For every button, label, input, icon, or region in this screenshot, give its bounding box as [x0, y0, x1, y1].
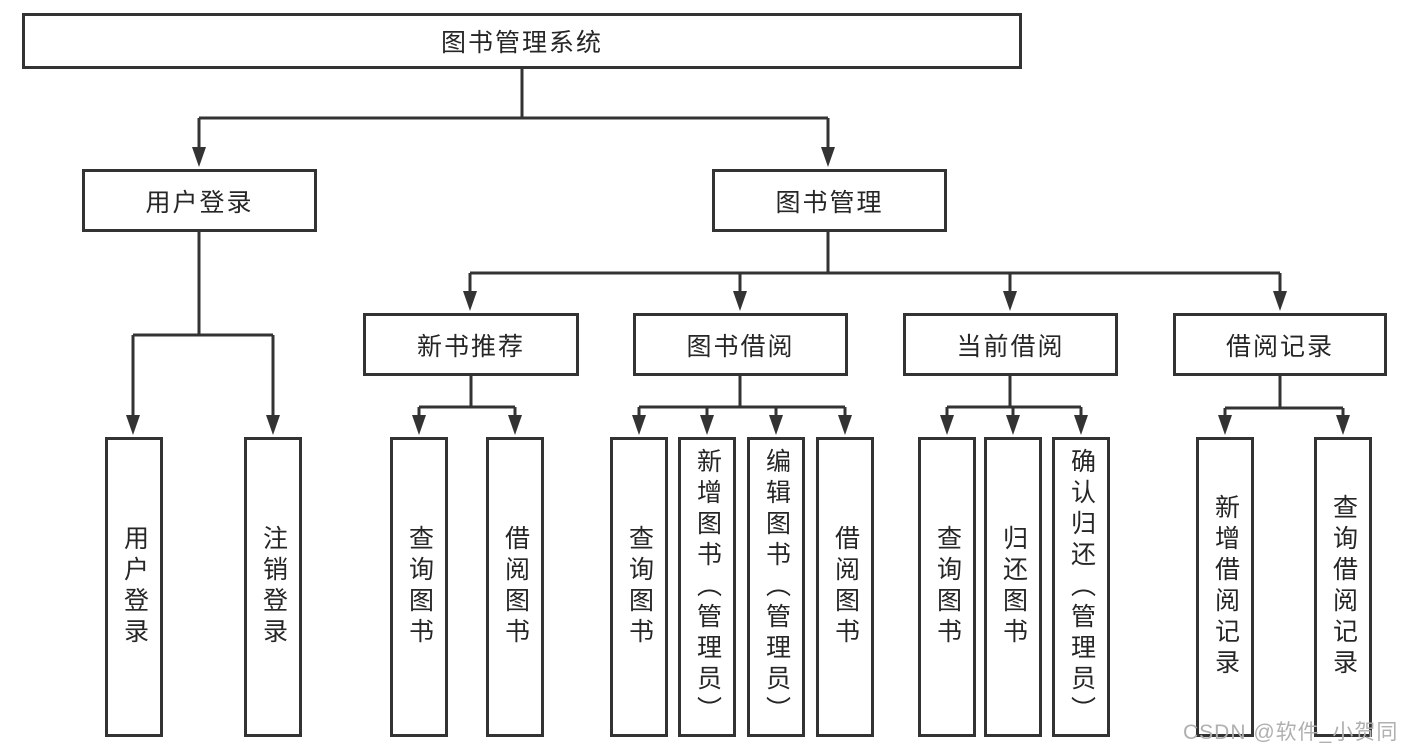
leaf-query-books-recommend: 查询图书: [390, 437, 448, 737]
leaf-user-login: 用户登录: [105, 437, 163, 737]
node-new-book-recommendation: 新书推荐: [363, 313, 579, 376]
leaf-query-books-current: 查询图书: [918, 437, 976, 737]
leaf-edit-book-admin: 编辑图书（管理员）: [747, 437, 805, 737]
node-borrowing-records: 借阅记录: [1173, 313, 1387, 376]
node-current-borrowing: 当前借阅: [903, 313, 1118, 376]
node-book-management: 图书管理: [712, 169, 947, 232]
leaf-query-borrow-record: 查询借阅记录: [1314, 437, 1372, 737]
leaf-borrow-books: 借阅图书: [816, 437, 874, 737]
leaf-return-books: 归还图书: [984, 437, 1042, 737]
leaf-confirm-return-admin: 确认归还（管理员）: [1052, 437, 1110, 737]
leaf-borrow-books-recommend: 借阅图书: [486, 437, 544, 737]
leaf-add-borrow-record: 新增借阅记录: [1196, 437, 1254, 737]
watermark: CSDN @软件_小贺同学: [1183, 721, 1399, 744]
node-user-login: 用户登录: [82, 169, 317, 232]
leaf-logout: 注销登录: [244, 437, 302, 737]
node-library-management-system: 图书管理系统: [22, 13, 1022, 69]
leaf-add-book-admin: 新增图书（管理员）: [678, 437, 736, 737]
node-book-borrowing: 图书借阅: [633, 313, 848, 376]
leaf-query-books-borrowing: 查询图书: [610, 437, 668, 737]
